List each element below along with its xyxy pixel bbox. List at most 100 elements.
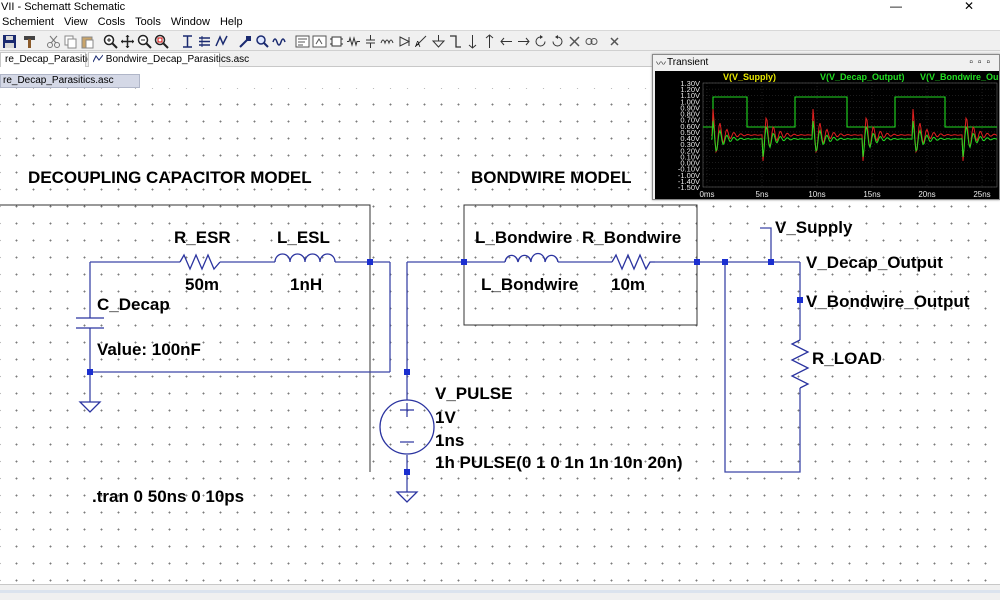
ground-icon[interactable] [431,34,446,49]
l-esl-value[interactable]: 1nH [290,275,322,294]
pan-icon[interactable] [120,34,135,49]
v-supply-label[interactable]: V_Supply [775,218,853,237]
hammer-icon[interactable] [22,34,37,49]
tran-directive[interactable]: .tran 0 50ns 0 10ps [92,487,244,506]
y-tick-label: -1.40V [678,177,700,186]
r-bondwire-name[interactable]: R_Bondwire [582,228,681,247]
supply-trace [703,96,997,128]
r-load-name[interactable]: R_LOAD [812,349,882,368]
text-icon[interactable] [295,34,310,49]
move-icon[interactable] [465,34,480,49]
y-tick-label: 1.20V [680,85,700,94]
status-strip [0,590,1000,593]
redo-icon[interactable] [516,34,531,49]
label-icon[interactable]: A [414,34,429,49]
legend-entry[interactable]: V(V_Bondwire_Ou [920,72,999,82]
schematic-canvas[interactable]: DECOUPLING CAPACITOR MODEL BONDWIRE MODE… [0,88,1000,584]
decap-section-title: DECOUPLING CAPACITOR MODEL [28,168,312,187]
tab-decap-parasitics[interactable]: re_Decap_Parasitics.asc [0,52,116,67]
save-icon[interactable] [2,34,17,49]
netlist-icon[interactable] [197,34,212,49]
x-tick-label: 0ms [699,190,714,199]
capacitor-icon[interactable] [363,34,378,49]
y-tick-label: 0.20V [680,146,700,155]
r-load-symbol [790,339,810,389]
decap-output-trace [711,120,998,158]
junctions [87,259,803,475]
plot-window-buttons[interactable]: ▫▫▫ [969,57,995,68]
delete-icon[interactable] [567,34,582,49]
document-tab[interactable]: re_Decap_Parasitics.asc [0,74,140,88]
undo-icon[interactable] [499,34,514,49]
close-sim-icon[interactable] [607,34,622,49]
menu-tools[interactable]: Tools [135,16,161,28]
components [76,252,810,503]
find-icon[interactable] [255,34,270,49]
run-icon[interactable] [214,34,229,49]
l-esl-name[interactable]: L_ESL [277,228,330,247]
legend-entry[interactable]: V(V_Supply) [723,72,776,82]
inductor-icon[interactable] [380,34,395,49]
x-tick-label: 25ns [973,190,990,199]
transient-plot-window[interactable]: 〰 Transient ▫▫▫ V(V_Supply) V(V_Decap_Out… [652,54,1000,200]
bondwire-section-box [463,204,698,326]
window-title: VII - Schematt Schematic [1,1,126,13]
l-bondwire-name[interactable]: L_Bondwire [475,228,572,247]
y-tick-label: -1.00V [678,171,700,180]
tab-label: re_Decap_Parasitics.asc [5,54,116,65]
r-esr-name[interactable]: R_ESR [174,228,231,247]
ground-symbol [395,491,419,503]
c-decap-name[interactable]: C_Decap [97,295,170,314]
probe-icon[interactable] [238,34,253,49]
duplicate-icon[interactable] [584,34,599,49]
zoom-fit-icon[interactable] [154,34,169,49]
menu-cosls[interactable]: Cosls [97,16,126,28]
r-bondwire-value[interactable]: 10m [611,275,645,294]
legend-entry[interactable]: V(V_Decap_Output) [820,72,905,82]
spice-icon[interactable] [312,34,327,49]
v-pulse-value-2[interactable]: 1ns [435,431,464,450]
close-icon[interactable]: ✕ [964,0,975,13]
v-pulse-value-3[interactable]: 1h PULSE(0 1 0 1n 1n 10n 20n) [435,453,683,472]
bondwire-section-title: BONDWIRE MODEL [471,168,632,187]
r-esr-value[interactable]: 50m [185,275,219,294]
plot-area[interactable]: V(V_Supply) V(V_Decap_Output) V(V_Bondwire… [655,71,999,199]
menu-window[interactable]: Window [170,16,210,28]
tab-bondwire-decap-parasitics[interactable]: Bondwire_Decap_Parasitics.asc [88,52,249,67]
y-tick-label: 1.00V [680,97,700,106]
c-decap-value[interactable]: Value: 100nF [97,340,201,359]
l-bondwire-value[interactable]: L_Bondwire [481,275,578,294]
wire-icon[interactable] [448,34,463,49]
plot-title-bar[interactable]: 〰 Transient ▫▫▫ [653,55,999,70]
menu-help[interactable]: Help [219,16,243,28]
zoom-out-icon[interactable] [137,34,152,49]
ruler-icon[interactable] [180,34,195,49]
drag-icon[interactable] [482,34,497,49]
v-decap-output-label[interactable]: V_Decap_Output [806,253,943,272]
component-icon[interactable] [329,34,344,49]
mirror-icon[interactable] [550,34,565,49]
x-tick-label: 5ns [756,190,769,199]
minimize-icon[interactable]: — [890,0,902,13]
plot-title: Transient [667,57,709,68]
y-tick-label: 1.10V [680,91,700,100]
v-bondwire-output-label[interactable]: V_Bondwire_Output [806,292,970,311]
document-tab-label: re_Decap_Parasitics.asc [3,75,114,86]
resistor-icon[interactable] [346,34,361,49]
menu-schematic[interactable]: Schemient [2,16,54,28]
v-pulse-value-1[interactable]: 1V [435,408,456,427]
menu-view[interactable]: View [63,16,88,28]
menu-bar: Schemient View Cosls Tools Window Help [0,14,1000,30]
v-pulse-name[interactable]: V_PULSE [435,384,512,403]
y-tick-label: 0.70V [680,116,700,125]
y-tick-label: 0.30V [680,140,700,149]
copy-icon[interactable] [63,34,78,49]
waveform-icon[interactable] [272,34,287,49]
cut-icon[interactable] [46,34,61,49]
paste-icon[interactable] [80,34,95,49]
rotate-icon[interactable] [533,34,548,49]
diode-icon[interactable] [397,34,412,49]
svg-text:A: A [415,40,421,49]
status-bar [0,584,1000,600]
zoom-in-icon[interactable] [103,34,118,49]
